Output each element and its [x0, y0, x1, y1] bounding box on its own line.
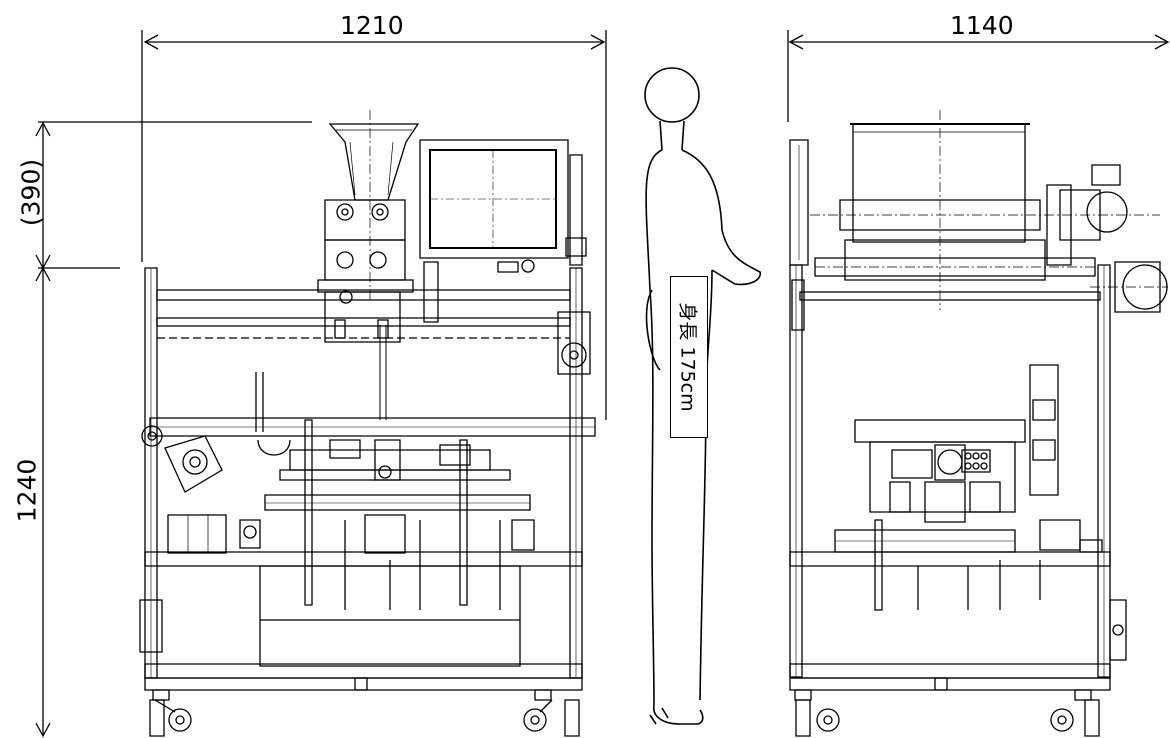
upper-height-label: (390) [16, 158, 46, 227]
human-height-label: 身長 175cm [676, 302, 699, 412]
side-width-label: 1140 [950, 11, 1014, 40]
front-view-machine [140, 110, 595, 736]
front-width-label: 1210 [340, 11, 404, 40]
lower-height-dimension-line [36, 268, 50, 736]
human-height-box: 身長 175cm [670, 276, 708, 438]
lower-height-label: 1240 [12, 458, 42, 523]
side-width-dimension-line [788, 30, 1168, 122]
front-width-dimension-line [142, 30, 606, 420]
side-view-machine [790, 110, 1168, 736]
upper-height-dimension-line [36, 122, 312, 268]
